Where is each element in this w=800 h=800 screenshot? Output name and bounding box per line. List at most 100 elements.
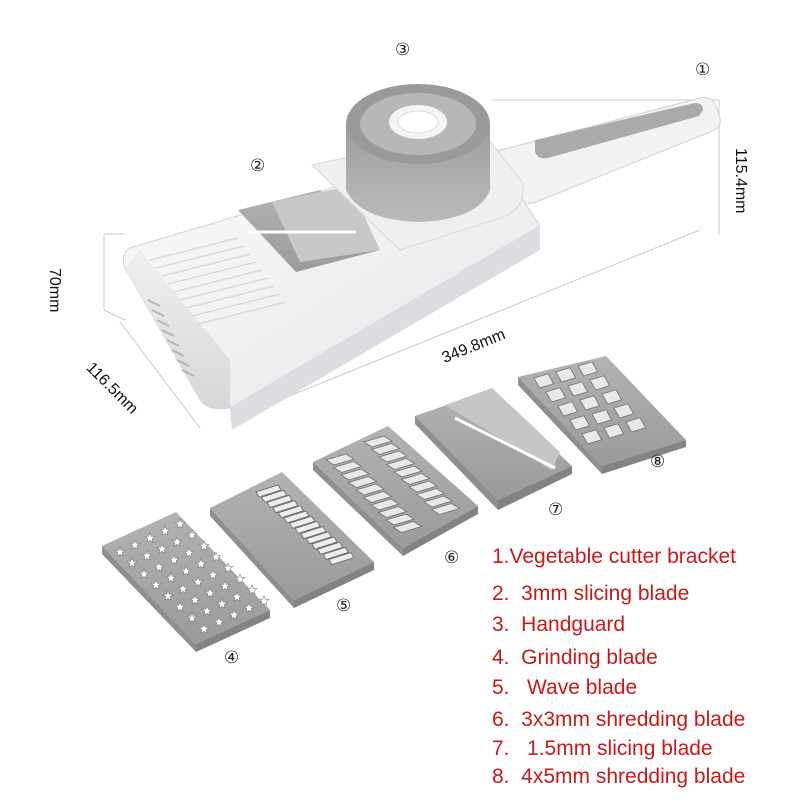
star-hole [129, 539, 141, 550]
callout-2: ② [250, 156, 266, 176]
callout-8: ⑧ [650, 452, 666, 472]
wave-tooth [300, 526, 327, 540]
star-hole [114, 546, 126, 557]
star-hole [258, 595, 270, 606]
star-hole [171, 536, 183, 547]
star-hole [216, 598, 228, 609]
shred-tooth [355, 483, 385, 496]
shred-tooth [569, 415, 591, 431]
star-hole-icon [114, 518, 270, 634]
wave-tooth [272, 500, 299, 514]
star-hole [228, 609, 240, 620]
shred-tooth-icon [533, 361, 647, 445]
shred-tooth [567, 381, 589, 397]
vent-slots [147, 299, 195, 377]
shred-tooth [347, 476, 378, 488]
star-hole [192, 576, 204, 587]
wave-tooth [311, 536, 338, 550]
star-hole [210, 551, 222, 562]
star-hole [246, 584, 258, 595]
star-hole [144, 532, 156, 543]
star-hole [195, 558, 207, 569]
shred-tooth [613, 403, 635, 419]
shred-tooth [400, 473, 431, 485]
blade-plate-5-wave [210, 472, 374, 608]
wave-tooth [277, 505, 305, 519]
wave-tooth [328, 552, 355, 566]
blade-plate-8-shredding-4x5mm [518, 356, 686, 474]
shred-tooth [392, 521, 423, 533]
star-hole [150, 579, 162, 590]
shred-tooth [581, 429, 603, 445]
shred-tooth [370, 443, 401, 455]
star-hole [186, 529, 198, 540]
wave-tooth [322, 546, 349, 560]
shred-tooth [430, 503, 461, 515]
shred-tooth [385, 458, 416, 470]
star-hole [174, 601, 186, 612]
wave-tooth [255, 484, 282, 498]
star-hole [177, 583, 189, 594]
shred-tooth [423, 495, 453, 508]
wave-blade-icon [255, 484, 355, 566]
shred-tooth [533, 373, 555, 389]
shred-tooth [325, 453, 355, 466]
star-hole [180, 565, 192, 576]
star-hole [201, 605, 213, 616]
shred-tooth [377, 506, 408, 518]
blade-plate-4-grinding [102, 512, 270, 652]
blade-plate-6-shredding-3x3mm [313, 426, 478, 556]
star-hole [162, 590, 174, 601]
shred-tooth [415, 488, 446, 500]
callout-3: ③ [395, 40, 411, 60]
shred-tooth [332, 461, 363, 473]
star-hole [204, 587, 216, 598]
blade-plate-7-slicing-1.5mm [415, 388, 572, 510]
shred-tooth [603, 423, 625, 439]
wave-tooth [260, 489, 288, 503]
star-hole [126, 557, 138, 568]
star-hole [168, 554, 180, 565]
star-hole [243, 602, 255, 613]
star-hole [183, 547, 195, 558]
callout-4: ④ [224, 648, 240, 668]
shred-tooth [370, 498, 400, 511]
wave-tooth [266, 494, 293, 508]
star-hole [156, 543, 168, 554]
shred-tooth [408, 480, 438, 493]
wave-tooth [288, 515, 316, 529]
star-hole [222, 562, 234, 573]
star-hole [141, 550, 153, 561]
shred-tooth [340, 468, 370, 481]
star-hole [189, 594, 201, 605]
shred-tooth [601, 389, 623, 405]
shred-tooth-icon [325, 435, 461, 533]
dimension-handle-height: 115.4mm [732, 148, 749, 214]
star-hole [213, 616, 225, 627]
wave-tooth [294, 520, 321, 534]
shred-tooth [591, 409, 613, 425]
star-hole [186, 612, 198, 623]
star-hole [198, 623, 210, 634]
star-hole [234, 573, 246, 584]
wave-tooth [316, 541, 344, 555]
wave-tooth [305, 531, 333, 545]
callout-6: ⑥ [444, 548, 460, 568]
cutter-body [122, 127, 541, 430]
shred-tooth [362, 491, 393, 503]
shred-tooth [393, 465, 423, 478]
callout-7: ⑦ [548, 500, 564, 520]
star-hole [159, 525, 171, 536]
surface-ribs [149, 237, 287, 325]
star-hole [198, 540, 210, 551]
handle-arm [469, 97, 721, 211]
shred-tooth [378, 450, 408, 463]
dimension-height: 70mm [46, 268, 63, 313]
star-hole [174, 518, 186, 529]
shred-tooth [385, 513, 415, 526]
callout-5: ⑤ [336, 596, 352, 616]
star-hole [165, 572, 177, 583]
shred-tooth [577, 361, 599, 377]
star-hole [153, 561, 165, 572]
